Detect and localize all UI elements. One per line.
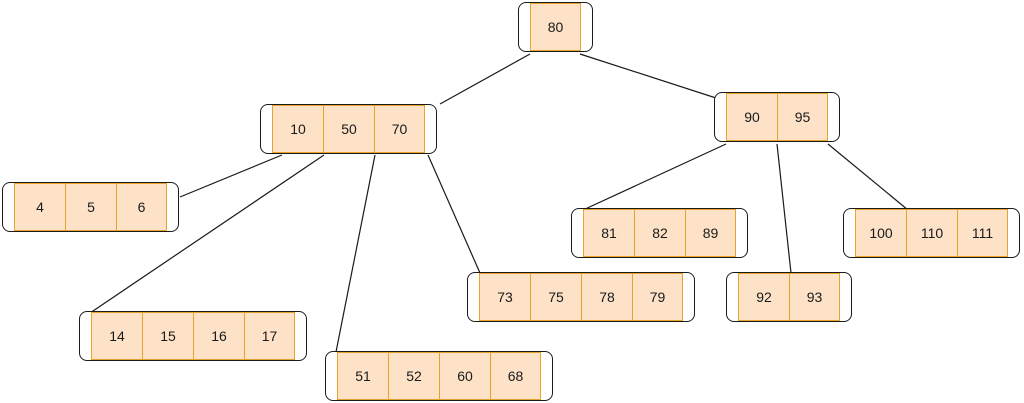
edge-n-90-95-to-n-81-82-89 bbox=[582, 143, 727, 211]
node-key: 111 bbox=[957, 209, 1008, 257]
node-key: 80 bbox=[530, 3, 581, 51]
tree-node-10-50-70: 10 50 70 bbox=[260, 104, 437, 154]
tree-node-100-110-111: 100 110 111 bbox=[843, 208, 1020, 258]
node-key: 90 bbox=[726, 93, 777, 141]
tree-node-73-75-78-79: 73 75 78 79 bbox=[467, 272, 695, 322]
node-key: 16 bbox=[193, 312, 244, 360]
tree-node-92-93: 92 93 bbox=[726, 272, 852, 322]
edge-n-90-95-to-n-92-93 bbox=[776, 143, 792, 274]
node-key: 93 bbox=[789, 273, 840, 321]
edge-n-10-50-70-to-n-73-75-78-79 bbox=[427, 154, 481, 274]
tree-node-root: 80 bbox=[518, 2, 593, 52]
node-key: 68 bbox=[490, 352, 541, 400]
node-key: 51 bbox=[337, 352, 388, 400]
node-key: 89 bbox=[685, 209, 736, 257]
node-key: 75 bbox=[530, 273, 581, 321]
node-key: 100 bbox=[855, 209, 906, 257]
node-key: 14 bbox=[91, 312, 142, 360]
tree-node-4-5-6: 4 5 6 bbox=[2, 182, 179, 232]
node-key: 110 bbox=[906, 209, 957, 257]
node-key: 17 bbox=[244, 312, 295, 360]
node-key: 4 bbox=[14, 183, 65, 231]
node-key: 79 bbox=[632, 273, 683, 321]
node-key: 10 bbox=[272, 105, 323, 153]
node-key: 70 bbox=[374, 105, 425, 153]
edge-n-10-50-70-to-n-51-52-60-68 bbox=[335, 154, 376, 353]
node-key: 52 bbox=[388, 352, 439, 400]
node-key: 73 bbox=[479, 273, 530, 321]
edge-n-90-95-to-n-100-110-111 bbox=[827, 143, 909, 211]
node-key: 78 bbox=[581, 273, 632, 321]
node-key: 6 bbox=[116, 183, 167, 231]
node-key: 15 bbox=[142, 312, 193, 360]
node-key: 60 bbox=[439, 352, 490, 400]
node-key: 5 bbox=[65, 183, 116, 231]
node-key: 95 bbox=[777, 93, 828, 141]
node-key: 82 bbox=[634, 209, 685, 257]
tree-node-81-82-89: 81 82 89 bbox=[571, 208, 748, 258]
edge-n-10-50-70-to-n-4-5-6 bbox=[179, 154, 283, 198]
tree-node-14-15-16-17: 14 15 16 17 bbox=[79, 311, 307, 361]
edge-root-to-n-10-50-70 bbox=[439, 53, 531, 105]
edge-n-10-50-70-to-n-14-15-16-17 bbox=[89, 154, 325, 314]
node-key: 50 bbox=[323, 105, 374, 153]
tree-node-90-95: 90 95 bbox=[714, 92, 840, 142]
tree-node-51-52-60-68: 51 52 60 68 bbox=[325, 351, 553, 401]
edge-root-to-n-90-95 bbox=[579, 53, 717, 99]
node-key: 81 bbox=[583, 209, 634, 257]
node-key: 92 bbox=[738, 273, 789, 321]
